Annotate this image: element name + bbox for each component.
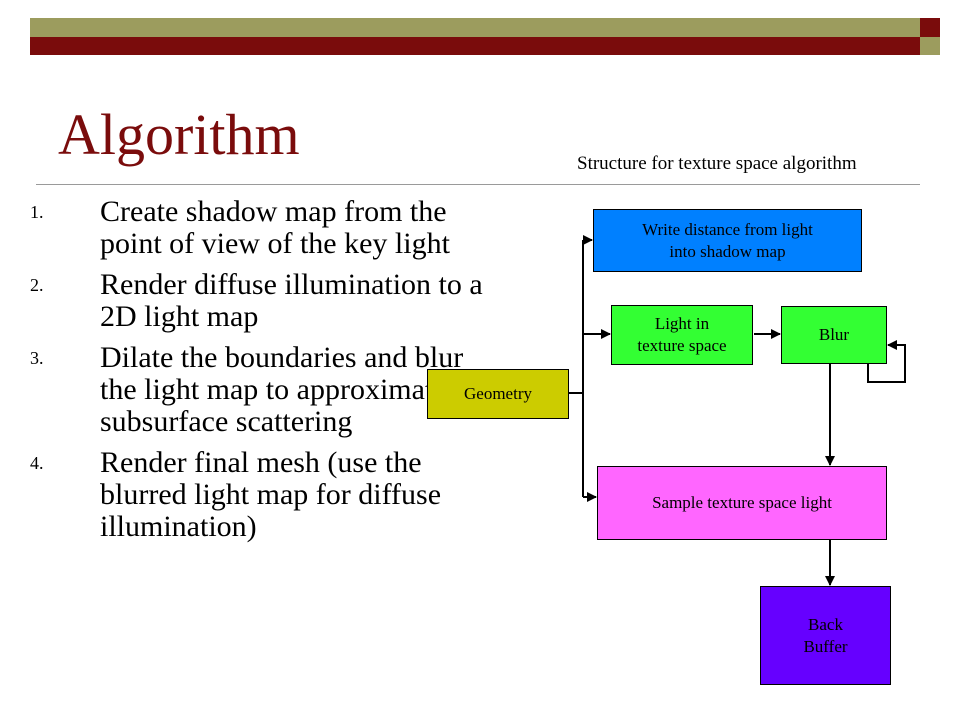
node-label: Write distance from light into shadow ma… xyxy=(642,219,813,261)
step-item: 1. Create shadow map from the point of v… xyxy=(30,196,510,260)
step-item: 2. Render diffuse illumination to a 2D l… xyxy=(30,269,510,333)
node-back-buffer: Back Buffer xyxy=(760,586,891,685)
step-text: Render final mesh (use the blurred light… xyxy=(100,446,442,543)
step-text: Dilate the boundaries and blur the light… xyxy=(100,341,464,438)
slide-title: Algorithm xyxy=(58,102,300,167)
corner-block-red xyxy=(920,18,940,37)
diagram-caption: Structure for texture space algorithm xyxy=(577,153,857,174)
step-number: 1. xyxy=(30,202,44,222)
node-geometry: Geometry xyxy=(427,369,569,419)
step-text: Render diffuse illumination to a 2D ligh… xyxy=(100,268,483,333)
node-blur: Blur xyxy=(781,306,887,364)
algorithm-steps: 1. Create shadow map from the point of v… xyxy=(30,196,510,552)
node-write-distance: Write distance from light into shadow ma… xyxy=(593,209,862,272)
step-number: 2. xyxy=(30,275,44,295)
node-label: Sample texture space light xyxy=(652,493,832,512)
node-sample: Sample texture space light xyxy=(597,466,887,540)
header-bar-olive xyxy=(30,18,920,37)
corner-block-olive xyxy=(920,37,940,55)
step-number: 4. xyxy=(30,453,44,473)
step-item: 3. Dilate the boundaries and blur the li… xyxy=(30,342,510,438)
node-label: Blur xyxy=(818,325,850,344)
node-label: Light in texture space xyxy=(637,314,727,355)
node-light-texture: Light in texture space xyxy=(611,305,753,365)
step-number: 3. xyxy=(30,348,44,368)
header-bar-red xyxy=(30,37,920,55)
title-divider xyxy=(36,184,920,185)
step-item: 4. Render final mesh (use the blurred li… xyxy=(30,447,510,543)
step-text: Create shadow map from the point of view… xyxy=(100,195,450,260)
node-label: Back Buffer xyxy=(803,614,848,656)
node-label: Geometry xyxy=(464,384,532,403)
arrow-blur-loop xyxy=(867,340,906,383)
